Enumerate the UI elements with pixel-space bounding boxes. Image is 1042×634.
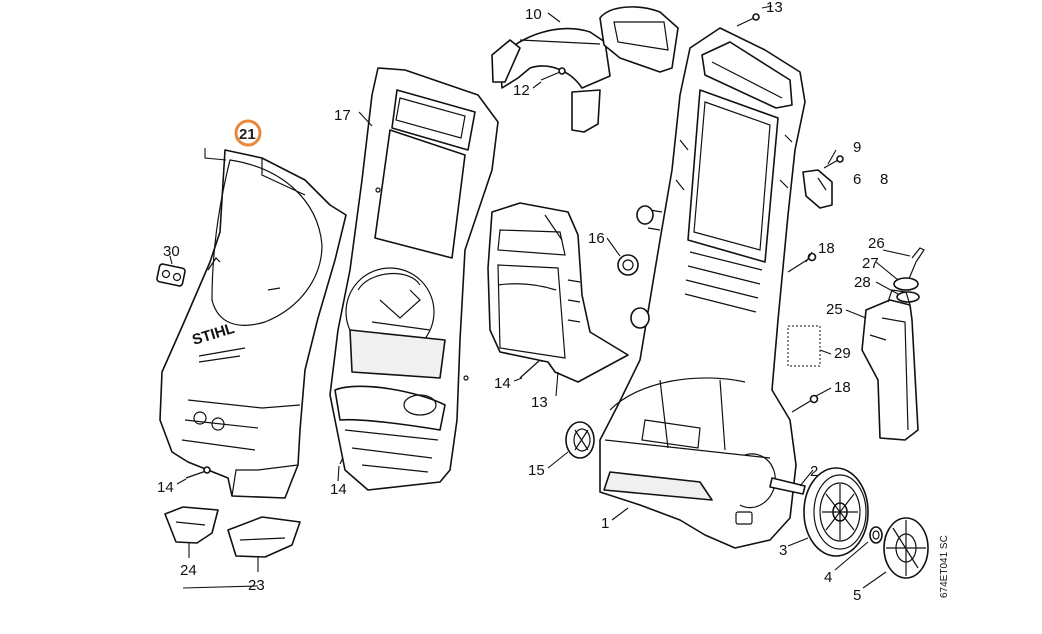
leader-lines (169, 5, 911, 589)
screw-18-lower[interactable] (791, 394, 819, 413)
part-2-axle[interactable] (769, 477, 806, 495)
callout-27: 27 (862, 255, 879, 272)
part-1-housing[interactable] (599, 27, 806, 549)
part-9-screw[interactable] (823, 155, 844, 169)
callout-3: 3 (779, 542, 787, 559)
part-24-tray[interactable] (164, 506, 219, 544)
callout-15: 15 (528, 462, 545, 479)
callout-1: 1 (601, 515, 609, 532)
callout-10: 10 (525, 6, 542, 23)
part-30-plate[interactable] (156, 263, 186, 287)
part-25-tank[interactable] (861, 289, 919, 441)
callout-6: 6 (853, 171, 861, 188)
callout-13-top: 13 (766, 0, 783, 16)
callout-16: 16 (588, 230, 605, 247)
callout-21-highlight[interactable]: 21 (234, 119, 262, 147)
callout-17: 17 (334, 107, 351, 124)
callout-4: 4 (824, 569, 832, 586)
part-16-bushing[interactable] (617, 205, 654, 329)
handle-top-piece[interactable] (599, 6, 679, 73)
part-17-frame[interactable] (329, 67, 499, 491)
screw-13-top[interactable] (736, 13, 760, 27)
part-21-front-cover[interactable]: STIHL (159, 149, 347, 499)
callout-labels: 10 13 12 17 21 30 16 9 6 8 18 26 27 28 2… (157, 0, 950, 604)
part-5-hubcap[interactable] (883, 517, 929, 579)
screw-18-upper[interactable] (787, 252, 817, 273)
drawing-code: 674ET041 SC (939, 535, 950, 598)
callout-21: 21 (239, 126, 256, 143)
callout-25: 25 (826, 301, 843, 318)
callout-18-upper: 18 (818, 240, 835, 257)
callout-24: 24 (180, 562, 197, 579)
callout-14-left: 14 (157, 479, 174, 496)
callout-28: 28 (854, 274, 871, 291)
callout-13-lower: 13 (531, 394, 548, 411)
part-3-wheel[interactable] (803, 467, 869, 557)
callout-8: 8 (880, 171, 888, 188)
screw-12[interactable] (540, 67, 566, 81)
part-8-clip[interactable] (802, 169, 833, 209)
part-23-tray[interactable] (227, 516, 301, 558)
callout-18-lower: 18 (834, 379, 851, 396)
callout-23: 23 (248, 577, 265, 594)
callout-9: 9 (853, 139, 861, 156)
callout-5: 5 (853, 587, 861, 604)
callout-30: 30 (163, 243, 180, 260)
callout-14-middle: 14 (330, 481, 347, 498)
part-15-wheel-hub[interactable] (565, 421, 595, 459)
part-29-label[interactable] (787, 325, 821, 367)
screw-14-left[interactable] (185, 466, 211, 479)
callout-12: 12 (513, 82, 530, 99)
part-4-washer[interactable] (869, 526, 883, 544)
part-27-cap[interactable] (893, 277, 919, 291)
part-10-handle-cover[interactable] (491, 27, 611, 133)
callout-29: 29 (834, 345, 851, 362)
callout-26: 26 (868, 235, 885, 252)
callout-2: 2 (810, 463, 818, 480)
part-13-bracket[interactable] (487, 202, 629, 383)
callout-14-right: 14 (494, 375, 511, 392)
